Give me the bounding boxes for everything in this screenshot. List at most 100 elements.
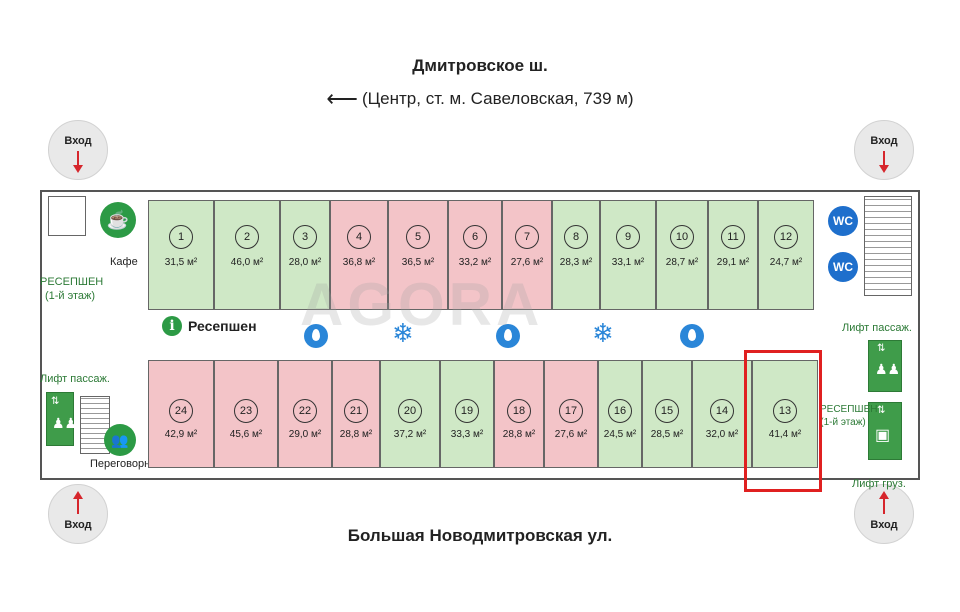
reception-right-floor: (1-й этаж): [820, 417, 866, 428]
room-area: 27,6 м²: [510, 257, 544, 268]
entry-label: Вход: [870, 519, 898, 531]
staircase-right: [864, 196, 912, 296]
room-number: 13: [773, 399, 797, 423]
arrow-up-icon: [883, 498, 885, 514]
room-area: 29,1 м²: [716, 257, 750, 268]
room-area: 31,5 м²: [164, 257, 198, 268]
room-number: 17: [559, 399, 583, 423]
room-area: 33,2 м²: [458, 257, 492, 268]
room-number: 4: [347, 225, 371, 249]
room-4[interactable]: 4 36,8 м²: [330, 200, 388, 310]
room-number: 22: [293, 399, 317, 423]
room-number: 3: [293, 225, 317, 249]
room-area: 37,2 м²: [393, 429, 427, 440]
reception-right-label: РЕСЕПШЕН: [820, 404, 878, 415]
wc-icon: WC: [828, 252, 858, 282]
room-7[interactable]: 7 27,6 м²: [502, 200, 552, 310]
water-drop-icon: [304, 324, 328, 348]
room-area: 42,9 м²: [164, 429, 198, 440]
lift-pass-right-label: Лифт пассаж.: [842, 322, 912, 334]
room-20[interactable]: 20 37,2 м²: [380, 360, 440, 468]
entry-label: Вход: [64, 519, 92, 531]
staircase-top-left: [48, 196, 86, 236]
highlight-frame-room-13: [744, 350, 822, 492]
room-number: 6: [463, 225, 487, 249]
entry-top-left: Вход: [48, 120, 108, 180]
wc-icon: WC: [828, 206, 858, 236]
room-number: 21: [344, 399, 368, 423]
room-area: 36,5 м²: [401, 257, 435, 268]
room-area: 28,0 м²: [288, 257, 322, 268]
room-number: 12: [774, 225, 798, 249]
snowflake-icon: ❄: [592, 318, 614, 348]
water-drop-icon: [680, 324, 704, 348]
water-drop-icon: [496, 324, 520, 348]
room-22[interactable]: 22 29,0 м²: [278, 360, 332, 468]
passenger-lift-icon: ⇅ ♟♟: [46, 392, 78, 446]
info-icon: i: [162, 316, 182, 336]
arrow-up-tip: [73, 491, 83, 499]
lift-cargo-label: Лифт груз.: [852, 478, 906, 490]
room-6[interactable]: 6 33,2 м²: [448, 200, 502, 310]
room-number: 23: [234, 399, 258, 423]
bottom-street-name: Большая Новодмитровская ул.: [347, 526, 613, 545]
room-area: 41,4 м²: [768, 429, 802, 440]
arrow-down-icon: [883, 151, 885, 167]
room-number: 18: [507, 399, 531, 423]
people-icon: ♟♟: [52, 415, 78, 431]
room-area: 28,5 м²: [650, 429, 684, 440]
cargo-icon: ▣: [875, 427, 891, 444]
room-3[interactable]: 3 28,0 м²: [280, 200, 330, 310]
room-number: 9: [616, 225, 640, 249]
room-number: 11: [721, 225, 745, 249]
room-number: 15: [655, 399, 679, 423]
arrow-down-tip: [73, 165, 83, 173]
cafe-label: Кафе: [110, 256, 138, 268]
arrow-up-icon: [77, 498, 79, 514]
entry-top-right: Вход: [854, 120, 914, 180]
room-area: 46,0 м²: [230, 257, 264, 268]
arrow-up-down-icon: ⇅: [877, 343, 886, 354]
arrow-up-down-icon: ⇅: [51, 396, 60, 407]
room-12[interactable]: 12 24,7 м²: [758, 200, 814, 310]
room-area: 24,7 м²: [769, 257, 803, 268]
people-icon: ♟♟: [875, 361, 901, 377]
room-area: 29,0 м²: [288, 429, 322, 440]
watermark-logo: AGORA: [300, 271, 544, 338]
cafe-icon: ☕: [100, 202, 136, 238]
room-number: 7: [515, 225, 539, 249]
meeting-room-icon: 👥: [104, 424, 136, 456]
room-15[interactable]: 15 28,5 м²: [642, 360, 692, 468]
room-number: 14: [710, 399, 734, 423]
arrow-left-icon: ⟵: [326, 86, 358, 111]
lift-pass-left-label: Лифт пассаж.: [40, 373, 110, 385]
top-street-name: Дмитровское ш.: [412, 56, 548, 75]
room-11[interactable]: 11 29,1 м²: [708, 200, 758, 310]
arrow-up-tip: [879, 491, 889, 499]
top-street-note-text: (Центр, ст. м. Савеловская, 739 м): [361, 89, 634, 108]
entry-label: Вход: [870, 135, 898, 147]
room-number: 19: [455, 399, 479, 423]
snowflake-icon: ❄: [392, 318, 414, 348]
room-13[interactable]: 13 41,4 м²: [752, 360, 818, 468]
reception-main-label: Ресепшен: [188, 318, 257, 334]
room-area: 28,7 м²: [665, 257, 699, 268]
room-number: 20: [398, 399, 422, 423]
reception-left-floor: (1-й этаж): [44, 290, 96, 302]
arrow-down-icon: [77, 151, 79, 167]
room-area: 36,8 м²: [342, 257, 376, 268]
